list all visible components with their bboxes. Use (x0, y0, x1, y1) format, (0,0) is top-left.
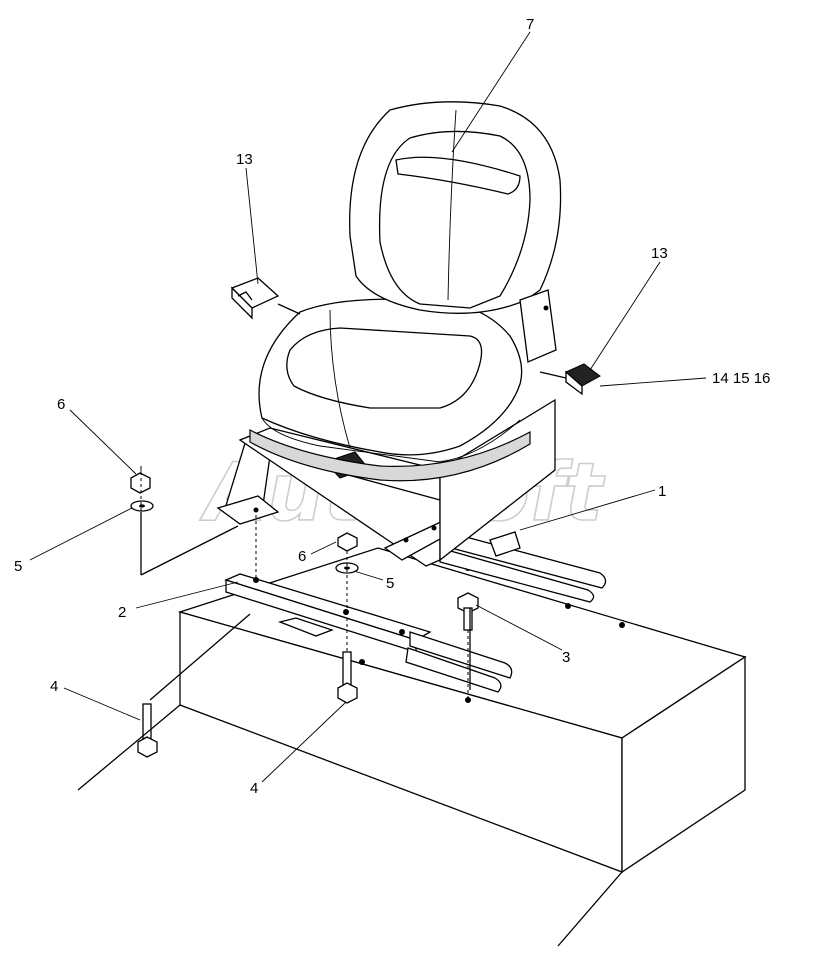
callout-5-washer-center: 5 (386, 575, 394, 592)
extension-lines (77, 512, 623, 947)
callout-3-bolt: 3 (562, 649, 570, 666)
callout-1-slide-rail: 1 (658, 483, 666, 500)
callout-4-bolt-center: 4 (250, 780, 258, 797)
leader-lines (29, 31, 707, 783)
base-block (177, 547, 747, 874)
seat-back (349, 101, 562, 363)
callout-5-washer-left: 5 (14, 558, 22, 575)
seat-cushion (249, 298, 531, 482)
callout-4-bolt-left: 4 (50, 678, 58, 695)
callout-7-seat: 7 (526, 16, 534, 33)
callout-13-left-switch: 13 (236, 151, 253, 168)
left-seat-switch (230, 277, 301, 320)
right-seat-switch (539, 363, 601, 396)
hardware (130, 466, 479, 758)
callout-2-mount-plate: 2 (118, 604, 126, 621)
lower-slide-rail (224, 573, 513, 693)
upper-slide-rail (439, 529, 607, 603)
callout-6-nut-center: 6 (298, 548, 306, 565)
callout-14-15-16-belt: 14 15 16 (712, 370, 770, 387)
callout-6-nut-left: 6 (57, 396, 65, 413)
callout-13-right-switch: 13 (651, 245, 668, 262)
